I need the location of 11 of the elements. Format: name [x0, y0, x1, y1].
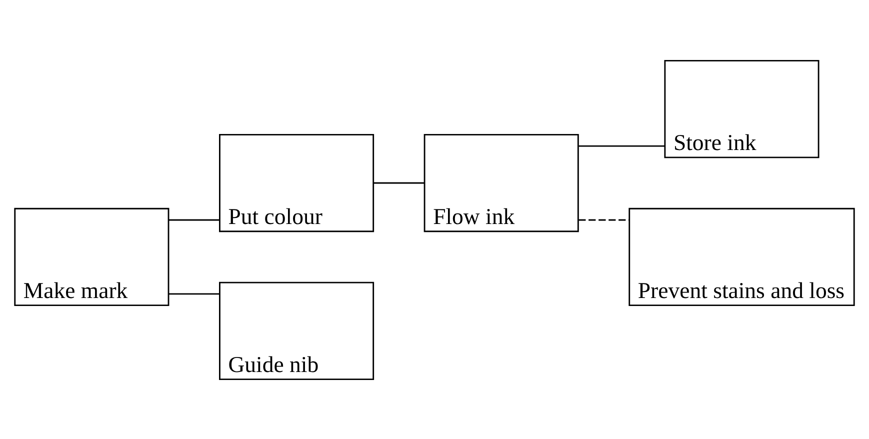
node-box: Put colour	[219, 133, 374, 232]
connector	[168, 218, 220, 220]
node-box: Store ink	[664, 59, 820, 158]
connector	[373, 182, 424, 184]
connector	[168, 292, 220, 294]
connector	[578, 218, 630, 220]
node-box: Flow ink	[424, 133, 579, 232]
node-box: Prevent stains and loss	[628, 207, 855, 306]
connector	[578, 144, 665, 146]
node-box: Guide nib	[219, 281, 374, 380]
node-box: Make mark	[14, 207, 170, 306]
